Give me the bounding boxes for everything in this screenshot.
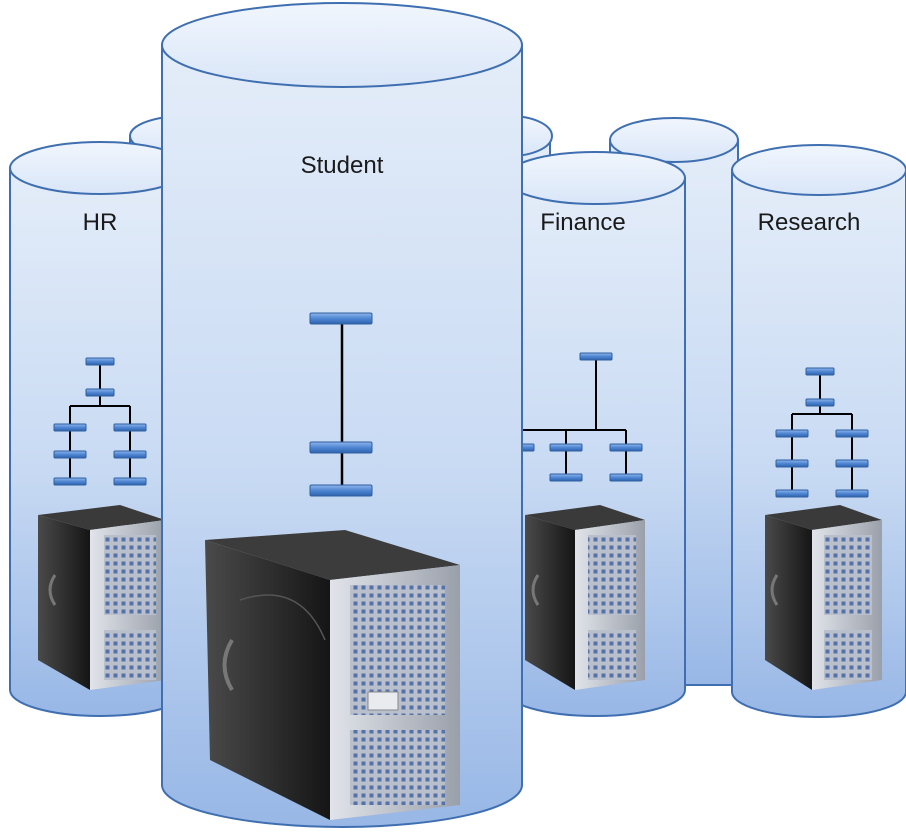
research-hierarchy-icon (775, 367, 869, 498)
hr-server-icon (38, 505, 165, 690)
student-server-icon (205, 530, 460, 820)
finance-server-icon (525, 505, 645, 690)
finance-hierarchy-icon (517, 352, 643, 482)
finance-database-cylinder: Finance (504, 151, 686, 717)
hr-label: HR (83, 209, 118, 236)
student-hierarchy-icon (309, 312, 373, 497)
finance-label: Finance (540, 209, 625, 236)
hr-hierarchy-icon (53, 357, 147, 486)
student-label: Student (301, 152, 384, 179)
research-label: Research (758, 209, 861, 236)
research-database-cylinder: Research (731, 144, 906, 718)
student-database-cylinder: Student (161, 2, 523, 828)
research-server-icon (765, 505, 882, 690)
